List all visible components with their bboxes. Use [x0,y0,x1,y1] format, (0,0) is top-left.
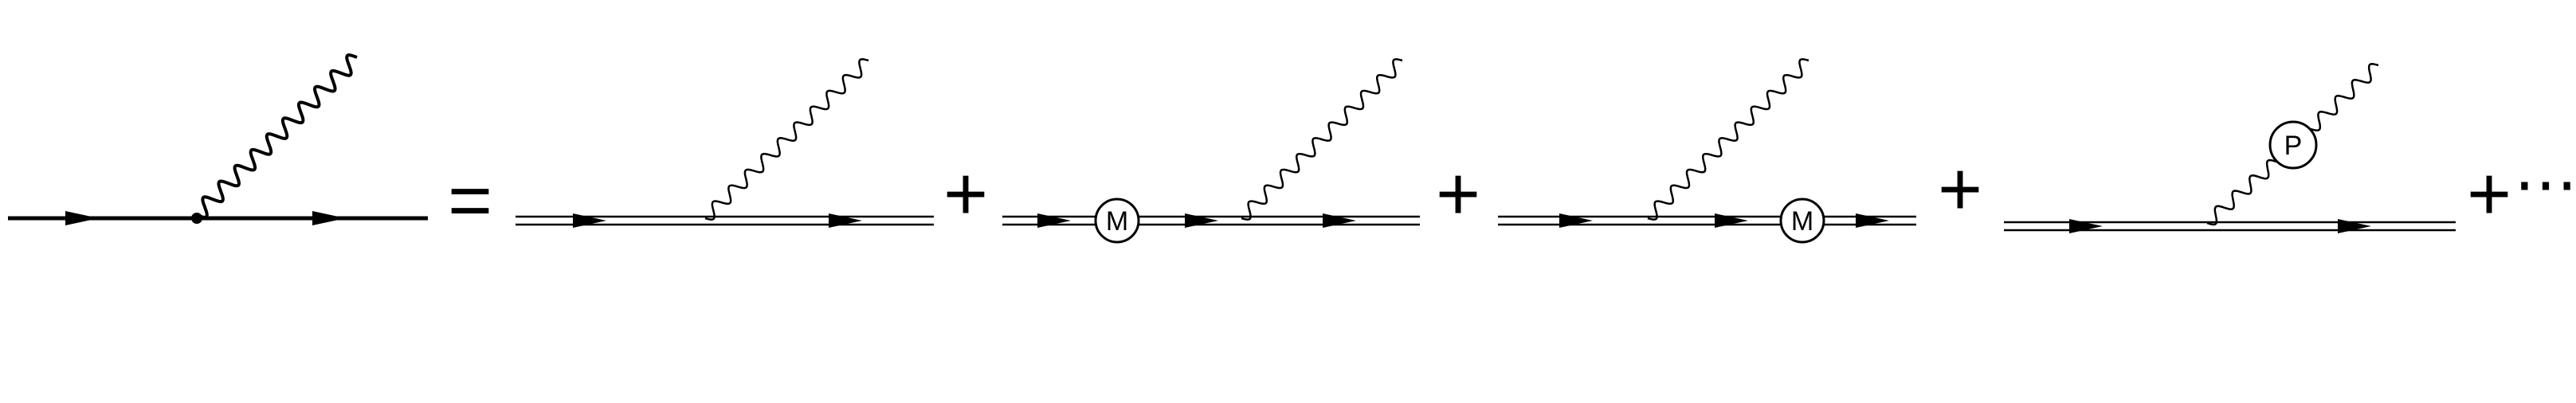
equals-sign: = [448,158,492,243]
photon-line [1647,58,1809,221]
propagator-arrow [312,211,346,225]
ellipsis: ⋯ [2514,148,2576,219]
plus-sign: + [2467,151,2511,237]
propagator-arrow [1559,213,1593,228]
propagator-arrow [573,213,606,228]
mass-insertion-circle [1779,198,1825,244]
photon-line [1241,58,1403,221]
dressed-vertex-diagram [8,53,428,225]
propagator-arrow [829,213,862,228]
propagator-arrow [1323,213,1356,228]
photon-line [196,53,358,219]
propagator-arrow [1037,213,1071,228]
polarization-insertion-circle [2268,120,2318,170]
vertex-dot [191,213,202,224]
propagator-arrow [1185,213,1218,228]
plus-sign: + [1938,147,1982,232]
propagator-arrow [1715,213,1748,228]
photon-line-upper [2310,63,2379,131]
plus-sign: + [1436,151,1480,237]
propagator-arrow [65,211,99,225]
mass-insertion-circle [1094,198,1140,244]
mass-insertion-before-vertex-diagram: M [1002,58,1420,244]
polarization-insertion-diagram: P [2004,63,2456,233]
bare-vertex-diagram [516,58,934,228]
mass-insertion-label: M [1791,206,1813,237]
mass-insertion-after-vertex-diagram: M [1498,58,1916,244]
photon-line-lower [2206,158,2277,226]
propagator-arrow [2069,219,2103,233]
propagator-arrow [1856,213,1889,228]
polarization-insertion-label: P [2284,131,2303,161]
photon-line [704,58,869,221]
propagator-arrow [2338,219,2371,233]
plus-sign: + [943,151,988,237]
mass-insertion-label: M [1106,206,1128,237]
